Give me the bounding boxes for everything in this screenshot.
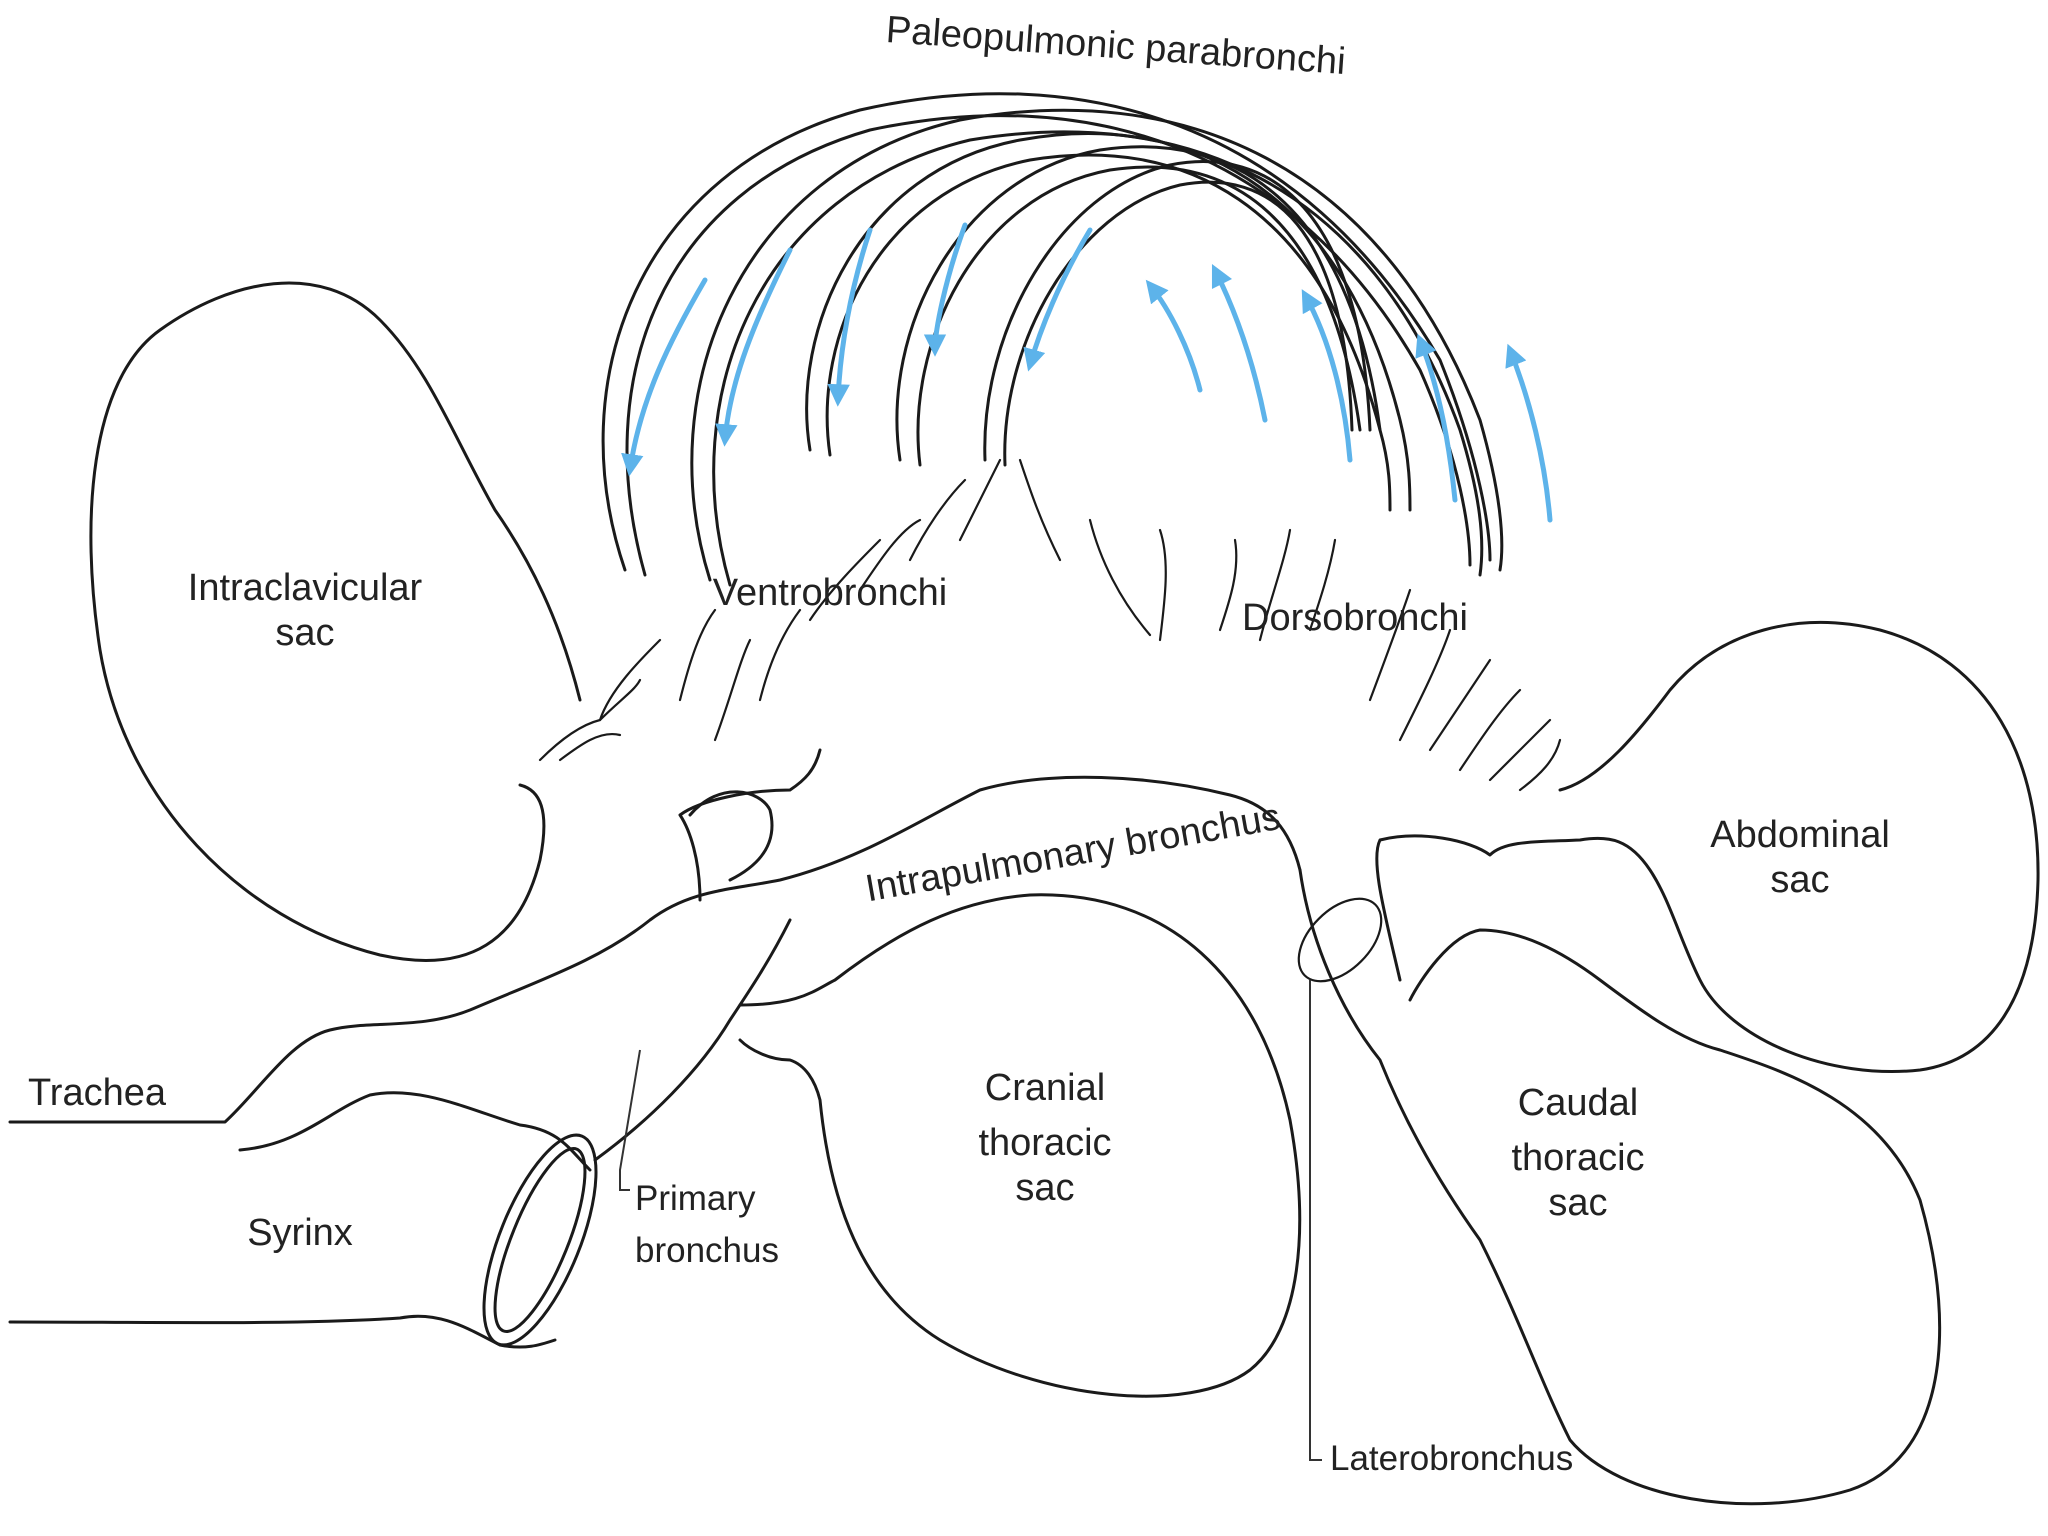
syrinx-lower-outline bbox=[8, 1314, 557, 1349]
ventrobronchi-branches bbox=[538, 458, 1167, 762]
syrinx-upper-outline bbox=[238, 1091, 592, 1172]
paleopulmonic-label: Paleopulmonic parabronchi bbox=[885, 9, 1347, 83]
cranial-label-line1: Cranial bbox=[985, 1067, 1105, 1109]
abdominal-sac-outline bbox=[1375, 621, 2040, 1074]
primary-bronchus-leader bbox=[619, 1049, 641, 1191]
cranial-label-line3: sac bbox=[1015, 1167, 1074, 1209]
trachea-label: Trachea bbox=[28, 1072, 167, 1114]
bronchus-ring-outer bbox=[482, 1133, 598, 1347]
ventral-bronchus-stem bbox=[678, 748, 822, 902]
trachea-outline bbox=[8, 775, 1302, 1124]
intraclavicular-sac-outline bbox=[89, 281, 582, 963]
ventrobronchi-label: Ventrobronchi bbox=[713, 572, 948, 614]
laterobronchus-label: Laterobronchus bbox=[1330, 1439, 1573, 1478]
intraclavicular-label-line1: Intraclavicular bbox=[188, 567, 423, 609]
paleopulmonic-parabronchi-arches bbox=[601, 92, 1504, 587]
laterobronchus-ring bbox=[1297, 897, 1383, 983]
primary-bronchus-outline bbox=[593, 918, 792, 1162]
dorsobronchi-label: Dorsobronchi bbox=[1242, 597, 1468, 639]
intrapulmonary-label: Intrapulmonary bronchus bbox=[862, 796, 1283, 910]
intraclavicular-label-line2: sac bbox=[275, 612, 334, 654]
caudal-label-line2: thoracic bbox=[1511, 1137, 1644, 1179]
caudal-label-line1: Caudal bbox=[1518, 1082, 1638, 1124]
abdominal-label-line1: Abdominal bbox=[1710, 814, 1890, 856]
ventral-bronchus-loop bbox=[688, 790, 774, 882]
airflow-arrows bbox=[621, 222, 1553, 523]
caudal-label-line3: sac bbox=[1548, 1182, 1607, 1224]
primary-bronchus-label-line1: Primary bbox=[635, 1179, 756, 1218]
caudal-thoracic-sac-outline bbox=[1298, 868, 1942, 1506]
cranial-thoracic-sac-outline bbox=[738, 893, 1302, 1398]
bronchus-ring-inner bbox=[493, 1147, 587, 1333]
dorsobronchi-branches bbox=[1218, 528, 1562, 792]
syrinx-label: Syrinx bbox=[247, 1212, 353, 1254]
cranial-label-line2: thoracic bbox=[978, 1122, 1111, 1164]
abdominal-label-line2: sac bbox=[1770, 859, 1829, 901]
laterobronchus-leader bbox=[1309, 980, 1322, 1461]
primary-bronchus-label-line2: bronchus bbox=[635, 1231, 779, 1270]
